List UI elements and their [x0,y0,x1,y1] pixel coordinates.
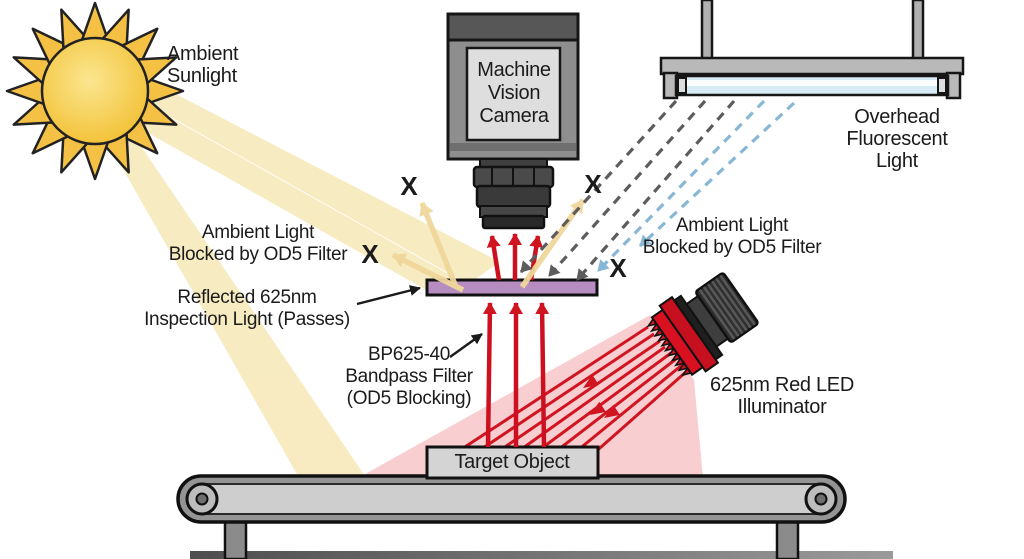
sun-rays [5,1,185,181]
sunlight-beams [108,89,500,476]
label-blocked-left: Ambient Light Blocked by OD5 Filter [168,222,348,265]
blocked-x-mark-lower-right: X [609,253,627,283]
annotation-arrows [356,285,483,358]
floor-line [190,551,893,559]
reflected-light-arrows-below [482,302,550,448]
label-led-illuminator: 625nm Red LED Illuminator [710,374,854,418]
label-blocked-right: Ambient Light Blocked by OD5 Filter [642,215,822,258]
blocked-x-mark-upper-right: X [584,169,602,199]
led-face-teeth [646,318,692,377]
label-target-object: Target Object [454,451,570,473]
label-ambient-sunlight: Ambient Sunlight [167,43,239,87]
camera-lens [472,158,555,230]
fluorescent-blocked-rays [519,99,796,282]
red-ray-arrowheads [583,374,620,418]
label-bandpass-filter: BP625-40 Bandpass Filter (OD5 Blocking) [345,344,473,409]
conveyor-leg-left [223,518,248,559]
red-led-illuminator [646,272,759,377]
conveyor-belt [176,474,847,559]
red-beam-cone [358,315,703,478]
conveyor-leg-right [775,518,800,559]
bandpass-filter-bar [425,278,599,297]
blocked-x-mark-lower-left: X [361,239,379,269]
blocked-x-mark-upper-left: X [400,171,418,201]
label-overhead-fluorescent-light: Overhead Fluorescent Light [846,106,948,172]
machine-vision-camera [446,12,580,230]
illuminator-ribs [698,274,756,340]
target-object-box [425,445,600,480]
label-reflected-inspection-light: Reflected 625nm Inspection Light (Passes… [144,287,350,330]
sun-icon [5,1,185,181]
overhead-fluorescent-light [659,0,965,100]
camera-label-panel [465,46,562,142]
label-machine-vision-camera: Machine Vision Camera [477,59,551,127]
